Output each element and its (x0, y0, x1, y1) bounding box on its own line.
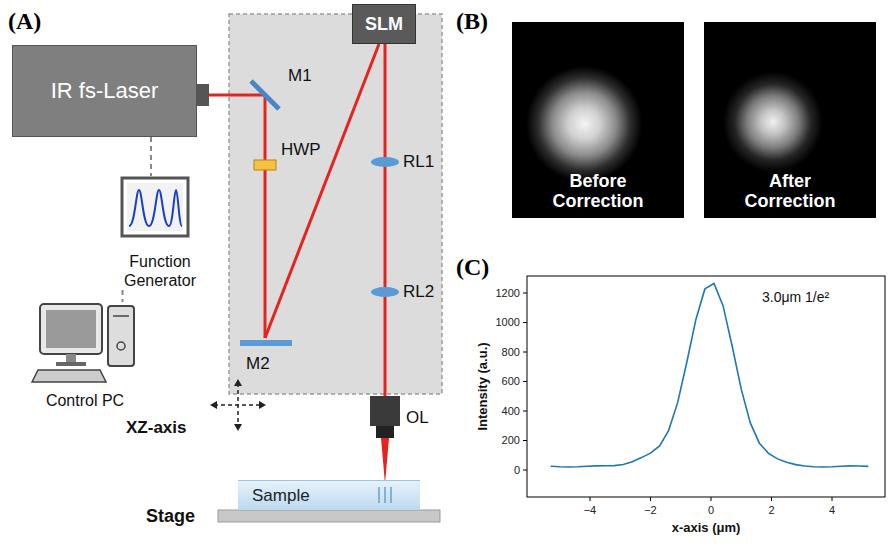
part-name: HWP (281, 140, 321, 160)
tick-label: 800 (502, 346, 520, 359)
optics-housing (229, 14, 442, 394)
tick-label: 200 (502, 434, 520, 447)
tick-label: 400 (502, 405, 520, 418)
tick-label: 1200 (496, 287, 520, 300)
stage-plate (218, 510, 440, 522)
function-generator: Function Generator (105, 176, 215, 290)
objective-lens (376, 426, 394, 438)
lens-symbol (371, 157, 399, 167)
plot-frame (527, 276, 885, 497)
axis-title: x-axis (μm) (672, 521, 741, 536)
control-link (150, 137, 152, 176)
lens-symbol (371, 287, 399, 297)
beam-image: Before Correction (512, 22, 684, 218)
part-name: Stage (146, 506, 195, 527)
node-label: IR fs-Laser (51, 78, 159, 104)
tick-label: 1000 (496, 316, 520, 329)
objective-lens (370, 396, 400, 426)
control-pc: Control PC (30, 302, 140, 410)
panel-letter: (C) (456, 254, 489, 282)
axis-name: XZ-axis (126, 418, 186, 438)
mirror-symbol (251, 81, 279, 109)
laser-beam (384, 44, 387, 398)
laser-beam (209, 95, 265, 338)
mirror-symbol (240, 340, 292, 346)
axis-crosshair (214, 383, 262, 427)
node-label: Function Generator (110, 253, 210, 290)
part-name: RL1 (403, 152, 434, 172)
tick-label: 600 (502, 375, 520, 388)
part-name: M2 (246, 354, 270, 374)
plot-annotation: 3.0μm 1/e² (762, 289, 829, 305)
focused-beam (381, 438, 389, 484)
part-name: M1 (288, 66, 312, 86)
node-label: Before Correction (538, 171, 658, 212)
beam-image: After Correction (704, 22, 876, 218)
plot-ticks (523, 293, 832, 501)
laser-beam (265, 44, 379, 338)
laser-box: IR fs-Laser (12, 45, 197, 137)
tick-label: 0 (708, 504, 714, 517)
node-label: After Correction (730, 171, 850, 212)
tick-label: 4 (829, 504, 835, 517)
panel-letter: (B) (456, 8, 488, 36)
panel-letter: (A) (8, 8, 41, 36)
control-link (122, 290, 124, 302)
sample-dish: Sample (238, 480, 420, 510)
part-name: RL2 (403, 282, 434, 302)
node-label: Control PC (46, 392, 124, 410)
slm-box: SLM (352, 4, 416, 44)
axis-title: Intensity (a.u.) (475, 342, 490, 430)
part-name: OL (406, 408, 429, 428)
axis-arrowheads (210, 379, 266, 431)
tick-label: −2 (644, 504, 657, 517)
tick-label: 2 (768, 504, 774, 517)
laser-output-port (197, 84, 209, 106)
waveplate-symbol (254, 160, 276, 170)
node-label: Sample (252, 486, 310, 506)
tick-label: −4 (584, 504, 597, 517)
intensity-curve (551, 284, 869, 468)
tick-label: 0 (514, 464, 520, 477)
node-label: SLM (365, 14, 403, 35)
